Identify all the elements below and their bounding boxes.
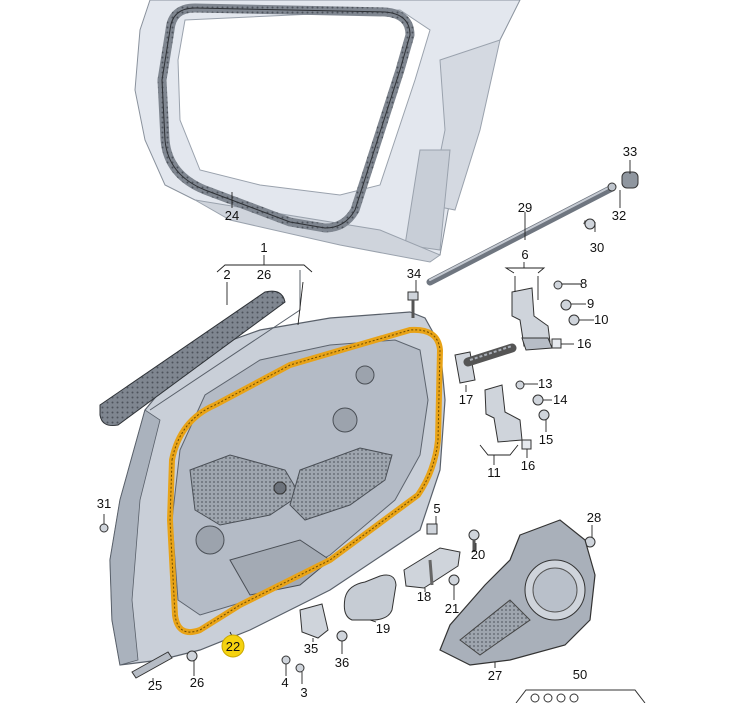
cap-16b bbox=[521, 439, 532, 450]
callout-32: 32 bbox=[612, 208, 626, 223]
bracket-35 bbox=[299, 603, 329, 639]
bolt-13 bbox=[515, 380, 525, 390]
bolt-30 bbox=[583, 218, 596, 230]
callout-26-lower: 26 bbox=[190, 675, 204, 690]
callout-21: 21 bbox=[445, 601, 459, 616]
callout-27: 27 bbox=[488, 668, 502, 683]
callout-6: 6 bbox=[521, 247, 528, 262]
callout-4: 4 bbox=[281, 675, 288, 690]
callout-17: 17 bbox=[459, 392, 473, 407]
part-50 bbox=[515, 689, 646, 704]
callout-14: 14 bbox=[553, 392, 567, 407]
bolt-8 bbox=[553, 280, 563, 290]
callout-13: 13 bbox=[538, 376, 552, 391]
washer-32 bbox=[607, 182, 617, 192]
window-strip-2 bbox=[99, 290, 286, 426]
cap-16a bbox=[551, 338, 562, 349]
callout-1: 1 bbox=[260, 240, 267, 255]
callout-3: 3 bbox=[300, 685, 307, 700]
handle-19 bbox=[343, 574, 397, 621]
callout-24: 24 bbox=[225, 208, 239, 223]
trim-panel-27 bbox=[439, 519, 596, 666]
callout-22: 22 bbox=[226, 639, 240, 654]
callout-50: 50 bbox=[573, 667, 587, 682]
hinge-upper-6 bbox=[511, 287, 553, 351]
door-check-17 bbox=[454, 343, 517, 384]
callout-18: 18 bbox=[417, 589, 431, 604]
door-shell bbox=[109, 270, 446, 666]
bolt-5 bbox=[426, 523, 438, 535]
cap-33 bbox=[621, 171, 639, 189]
callout-16-lower: 16 bbox=[521, 458, 535, 473]
callout-10: 10 bbox=[594, 312, 608, 327]
bolt-34 bbox=[407, 291, 419, 318]
callout-15: 15 bbox=[539, 432, 553, 447]
callout-29: 29 bbox=[518, 200, 532, 215]
bolt-26b bbox=[186, 650, 198, 662]
bolt-21 bbox=[448, 574, 460, 586]
callout-30: 30 bbox=[590, 240, 604, 255]
callout-33: 33 bbox=[623, 144, 637, 159]
callout-2: 2 bbox=[223, 267, 230, 282]
bolt-4 bbox=[281, 655, 291, 665]
nut-14 bbox=[532, 394, 544, 406]
callout-8: 8 bbox=[580, 276, 587, 291]
bolt-15 bbox=[538, 409, 550, 421]
callout-28: 28 bbox=[587, 510, 601, 525]
trim-25 bbox=[131, 651, 173, 679]
bolt-10 bbox=[568, 314, 580, 326]
body-side-panel bbox=[134, 0, 521, 263]
callout-11: 11 bbox=[487, 465, 501, 480]
callout-34: 34 bbox=[407, 266, 421, 281]
bolt-20 bbox=[468, 529, 480, 552]
leader-lines bbox=[103, 160, 631, 684]
callout-19: 19 bbox=[376, 621, 390, 636]
hinge-lower-11 bbox=[484, 384, 523, 443]
callout-22-highlight bbox=[221, 634, 245, 658]
bolt-31 bbox=[99, 523, 109, 533]
rod-29 bbox=[426, 184, 616, 286]
callout-36: 36 bbox=[335, 655, 349, 670]
callout-31: 31 bbox=[97, 496, 111, 511]
callout-20: 20 bbox=[471, 547, 485, 562]
nut-9 bbox=[560, 299, 572, 311]
bolt-36 bbox=[336, 630, 348, 642]
bolt-3 bbox=[295, 663, 305, 673]
callout-26-upper: 26 bbox=[257, 267, 271, 282]
callout-9: 9 bbox=[587, 296, 594, 311]
callout-25: 25 bbox=[148, 678, 162, 693]
callout-16-upper: 16 bbox=[577, 336, 591, 351]
striker-18 bbox=[403, 547, 461, 589]
callout-35: 35 bbox=[304, 641, 318, 656]
callout-5: 5 bbox=[433, 501, 440, 516]
